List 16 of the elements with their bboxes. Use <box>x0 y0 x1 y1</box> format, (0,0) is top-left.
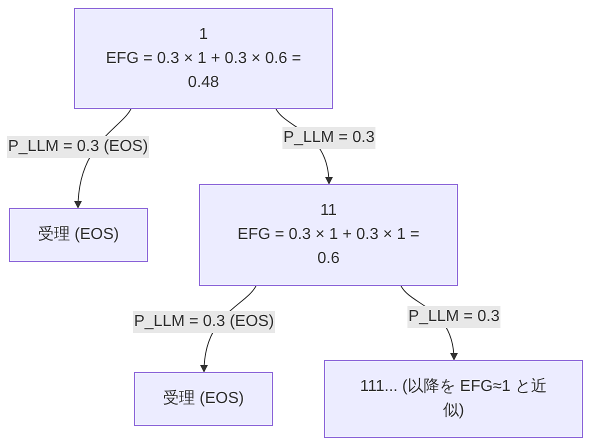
formula-text: EFG = 0.3 × 1 + 0.3 × 1 = 0.6 <box>236 225 420 269</box>
process-box <box>9 208 148 262</box>
process-box <box>199 184 458 286</box>
process-box <box>324 360 583 438</box>
node-number: 11 <box>320 201 337 221</box>
formula-text: EFG = 0.3 × 1 + 0.3 × 0.6 = 0.48 <box>104 48 302 92</box>
process-box <box>134 372 273 426</box>
node-number: 1 <box>199 24 208 44</box>
edge-label: P_LLM = 0.3 (EOS) <box>132 311 276 334</box>
edge-label: P_LLM = 0.3 <box>282 126 376 148</box>
edge-label: P_LLM = 0.3 <box>407 306 501 328</box>
process-box <box>74 8 333 109</box>
edge-label: P_LLM = 0.3 (EOS) <box>6 136 150 158</box>
node-text: 111... (以降を EFG≈1 と近似) <box>359 376 548 421</box>
node-text: 受理 (EOS) <box>163 388 244 409</box>
node-text: 受理 (EOS) <box>38 224 119 245</box>
